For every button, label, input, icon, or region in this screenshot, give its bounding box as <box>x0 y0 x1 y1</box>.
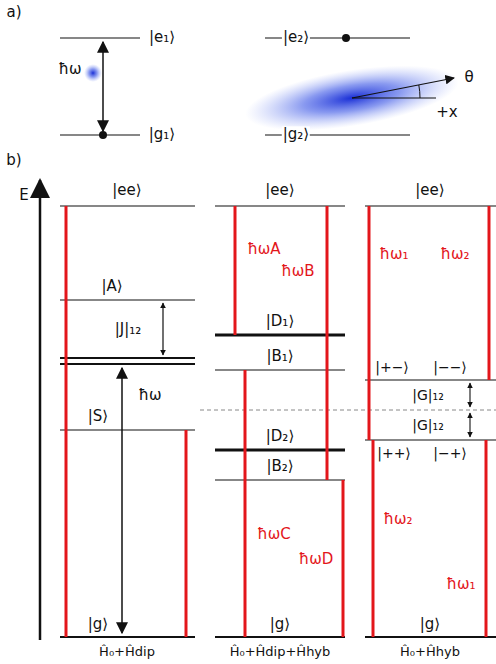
state-label: |D₁⟩ <box>265 313 295 330</box>
transition-line <box>234 206 237 335</box>
state-label: |g⟩ <box>87 616 109 633</box>
energy-level <box>365 439 496 440</box>
state-label: |ee⟩ <box>414 182 445 199</box>
transition-label: ħω₁ <box>446 576 477 593</box>
state-label: |++⟩ <box>376 445 412 461</box>
state-label: |g⟩ <box>269 616 291 633</box>
panel-label: b) <box>5 152 22 169</box>
state-label: |−+⟩ <box>432 445 468 461</box>
electron-dot <box>99 131 107 139</box>
transition-line <box>244 370 247 637</box>
transition-line <box>485 440 488 637</box>
state-label: |B₂⟩ <box>265 458 294 475</box>
transition-label: ħωC <box>256 526 291 543</box>
splitting-arrow <box>469 383 470 407</box>
energy-level <box>60 429 195 430</box>
transition-line <box>342 480 345 637</box>
splitting-arrow <box>469 413 470 437</box>
coupling-label: |G|₁₂ <box>411 417 445 433</box>
axis-label: E <box>18 187 29 204</box>
energy-level <box>60 636 195 638</box>
state-label: |g₁⟩ <box>148 126 176 143</box>
transition-label: ħω₁ <box>379 246 410 263</box>
energy-level <box>60 299 195 300</box>
state-label: |B₁⟩ <box>265 348 294 365</box>
transition-label: ħωD <box>298 551 335 568</box>
state-label: |ee⟩ <box>111 182 142 199</box>
transition-label: ħωA <box>246 241 281 258</box>
state-label: |ee⟩ <box>264 182 295 199</box>
energy-level <box>365 205 496 206</box>
energy-label: ħω <box>58 61 83 78</box>
state-label: |e₂⟩ <box>282 29 310 46</box>
state-label: |e₁⟩ <box>148 29 176 46</box>
energy-level <box>60 357 195 359</box>
energy-level <box>215 636 345 638</box>
transition-line <box>65 206 68 637</box>
hamiltonian-label: Ĥ₀+Ĥdip <box>98 645 156 660</box>
electron-cloud <box>84 64 102 82</box>
transition-line <box>368 206 371 440</box>
hamiltonian-label: Ĥ₀+Ĥdip+Ĥhyb <box>229 645 332 660</box>
state-label: |D₂⟩ <box>265 428 295 445</box>
energy-level <box>60 205 195 206</box>
transition-label: ħωB <box>280 263 315 280</box>
transition-arrow <box>121 368 123 633</box>
coupling-label: |G|₁₂ <box>411 387 445 403</box>
state-label: |A⟩ <box>100 278 123 295</box>
transition-label: ħω₂ <box>440 246 471 263</box>
energy-level <box>60 363 195 365</box>
energy-axis <box>39 180 42 640</box>
energy-level <box>60 37 140 38</box>
state-label: |−−⟩ <box>432 359 468 375</box>
energy-level <box>365 636 496 638</box>
panel-label: a) <box>5 4 22 21</box>
state-label: |S⟩ <box>87 408 109 425</box>
transition-arrow <box>102 42 104 131</box>
axis-arrow <box>352 78 454 98</box>
state-label: |+−⟩ <box>374 359 410 375</box>
transition-line <box>372 440 375 637</box>
energy-level <box>365 379 496 380</box>
transition-line <box>185 430 188 637</box>
axis-label: +x <box>435 104 458 121</box>
angle-label: θ <box>463 69 474 86</box>
electron-cloud <box>241 53 463 142</box>
transition-line <box>326 206 329 480</box>
state-label: |g⟩ <box>419 616 441 633</box>
state-label: |g₂⟩ <box>282 126 310 143</box>
splitting-arrow <box>162 303 163 355</box>
axis-line <box>352 97 436 98</box>
coupling-label: |J|₁₂ <box>114 321 143 338</box>
transition-line <box>488 206 491 380</box>
energy-label: ħω <box>138 387 163 404</box>
angle-arc <box>419 85 420 98</box>
electron-dot <box>342 34 350 42</box>
hamiltonian-label: Ĥ₀+Ĥhyb <box>399 645 461 660</box>
transition-label: ħω₂ <box>383 511 414 528</box>
